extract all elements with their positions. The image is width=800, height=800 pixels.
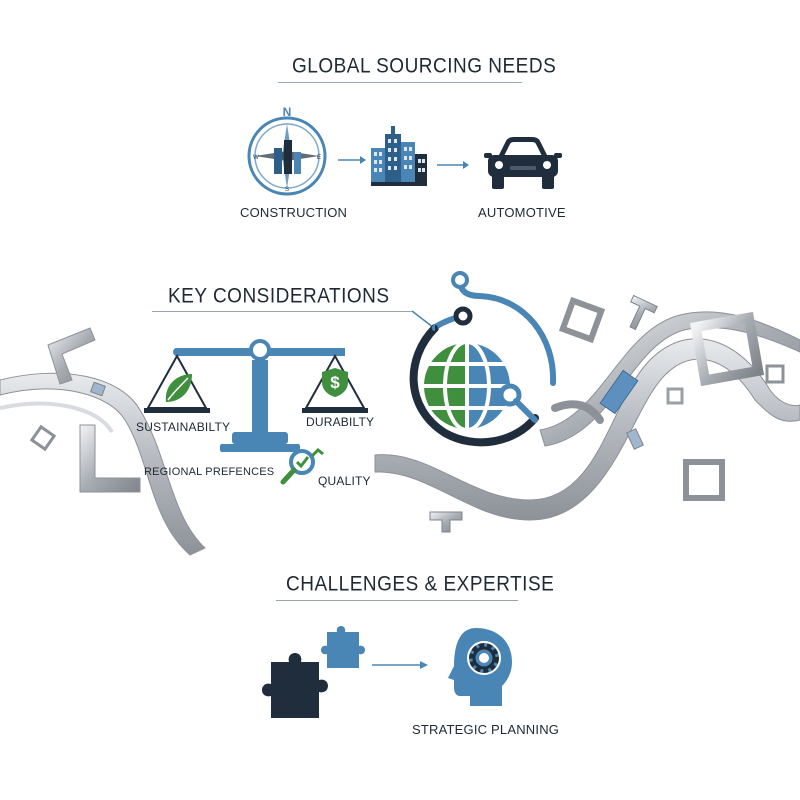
compass-letter-w: W — [253, 155, 259, 161]
global-sourcing-underline — [278, 82, 522, 83]
key-considerations-title: KEY CONSIDERATIONS — [168, 284, 390, 309]
dollar-icon: $ — [322, 368, 348, 397]
city-buildings-icon — [371, 126, 427, 186]
strategic-planning-label: STRATEGIC PLANNING — [412, 722, 560, 737]
head-gear-icon — [448, 628, 512, 706]
key-considerations-underline — [152, 311, 414, 312]
challenges-underline — [276, 600, 518, 601]
puzzle-piece-icon — [262, 626, 365, 718]
car-icon — [484, 137, 562, 189]
dollar-symbol: $ — [330, 373, 340, 392]
automotive-label: AUTOMOTIVE — [478, 205, 566, 220]
regional-preferences-label: REGIONAL PREFENCES — [144, 466, 275, 478]
compass-icon: N S E W — [247, 105, 327, 196]
arrow-right-icon — [372, 661, 428, 669]
compass-letter-s: S — [285, 187, 289, 193]
sustainability-label: SUSTAINABILTY — [136, 420, 231, 434]
balance-scale-icon — [144, 339, 368, 452]
leaf-icon — [165, 374, 192, 402]
compass-letter-e: E — [317, 155, 321, 161]
durability-label: DURABILTY — [306, 415, 375, 429]
quality-label: QUALITY — [318, 474, 371, 488]
challenges-expertise-title: CHALLENGES & EXPERTISE — [286, 572, 555, 597]
compass-letter-n: N — [283, 105, 292, 119]
arrow-right-icon — [437, 161, 469, 169]
construction-label: CONSTRUCTION — [240, 205, 348, 220]
magnifier-check-icon — [280, 447, 324, 485]
globe-cycle-icon — [409, 271, 557, 447]
connector-line — [411, 310, 435, 329]
global-sourcing-title: GLOBAL SOURCING NEEDS — [292, 54, 557, 79]
arrow-right-icon — [338, 156, 366, 164]
